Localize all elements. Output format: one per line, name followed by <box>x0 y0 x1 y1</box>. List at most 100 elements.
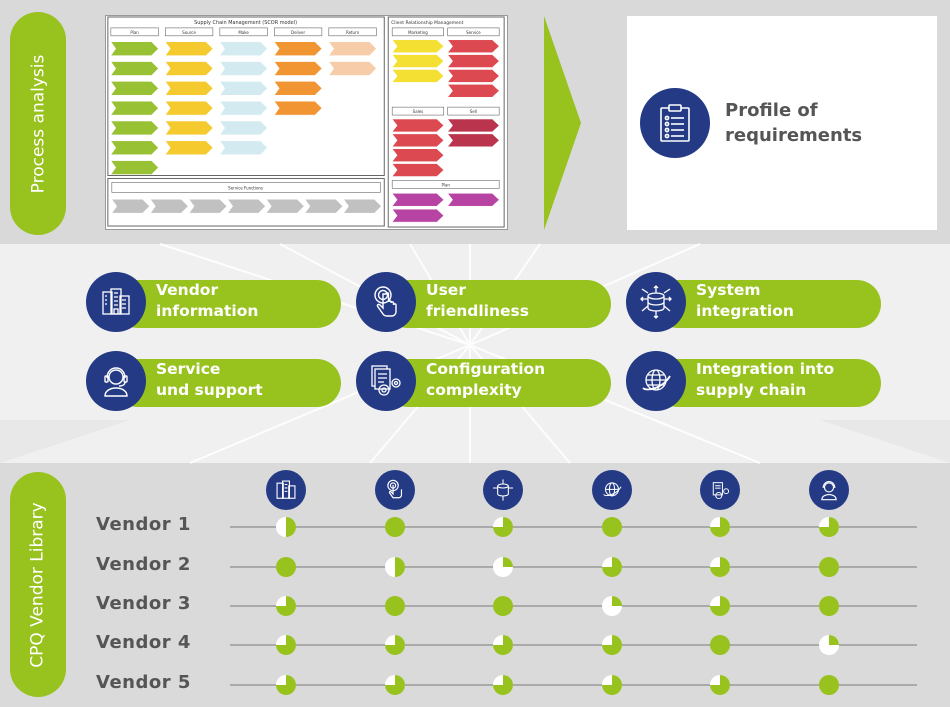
pie-fill <box>602 675 622 695</box>
scm-process-step <box>164 81 214 96</box>
pie-fill <box>385 635 405 655</box>
crm-process-step <box>391 148 445 162</box>
score-pie-user <box>385 596 405 616</box>
pie-background <box>602 517 622 537</box>
crm-process-step <box>447 84 500 98</box>
vendor-name: Vendor 4 <box>96 632 191 653</box>
crm-process-step <box>391 163 445 177</box>
scm-process-step <box>273 61 323 76</box>
scor-diagram-canvas: Supply Chain Management (SCOR model) Plan… <box>107 16 505 228</box>
crm-plan-label: Plan <box>441 182 450 187</box>
scm-process-step <box>164 61 214 76</box>
service-step <box>304 199 344 214</box>
column-buildings-icon <box>266 470 306 510</box>
pie-fill <box>612 596 622 606</box>
scm-process-step <box>273 81 323 96</box>
pie-fill <box>602 557 622 577</box>
score-pie-service <box>819 517 839 537</box>
scm-column-header <box>219 27 268 37</box>
pie-fill <box>493 635 513 655</box>
crm-process-step <box>447 193 500 207</box>
crm-process-step <box>391 193 445 207</box>
score-pie-config <box>710 635 730 655</box>
vendor-row-line <box>230 644 917 646</box>
service-title: Service Functions <box>228 185 263 190</box>
globe-orbit-icon <box>626 351 686 411</box>
scm-process-step <box>110 41 159 56</box>
pie-fill <box>819 517 839 537</box>
scm-column-label: Plan <box>130 30 139 35</box>
scm-process-step <box>164 100 214 116</box>
score-pie-vendor <box>276 596 296 616</box>
score-pie-vendor <box>276 517 296 537</box>
vendor-name: Vendor 3 <box>96 593 191 614</box>
scm-process-step <box>219 120 268 136</box>
pie-fill <box>276 675 296 695</box>
touch-hand-icon <box>356 272 416 332</box>
vendor-row-line <box>230 566 917 568</box>
score-pie-config <box>710 557 730 577</box>
scm-process-step <box>110 61 159 76</box>
scm-process-step <box>219 61 268 76</box>
score-pie-supply <box>602 675 622 695</box>
pie-background <box>819 557 839 577</box>
scm-column-label: Source <box>182 30 196 35</box>
clipboard-checklist-icon <box>640 88 710 158</box>
vendor-row-line <box>230 684 917 686</box>
scm-title: Supply Chain Management (SCOR model) <box>194 20 297 26</box>
service-step <box>265 199 305 214</box>
crm-process-step <box>391 208 445 223</box>
pie-fill <box>829 635 839 645</box>
scm-process-step <box>110 100 159 116</box>
crm-process-step <box>447 39 500 53</box>
crm-process-step <box>391 133 445 148</box>
pie-background <box>819 596 839 616</box>
pie-fill <box>503 557 513 567</box>
crm-process-step <box>447 133 500 148</box>
crm-group-header <box>391 27 445 37</box>
flow-arrow <box>544 16 581 230</box>
pie-fill <box>276 596 296 616</box>
score-pie-user <box>385 635 405 655</box>
pie-fill <box>710 517 730 537</box>
pie-background <box>493 596 513 616</box>
headset-person-icon <box>86 351 146 411</box>
service-step <box>343 199 382 214</box>
pie-fill <box>493 675 513 695</box>
scm-column-label: Make <box>238 30 249 35</box>
service-step <box>188 199 228 214</box>
scm-column-label: Return <box>346 30 360 35</box>
crm-process-step <box>391 118 445 133</box>
score-pie-config <box>710 517 730 537</box>
scm-column-header <box>328 27 377 37</box>
crm-group-header <box>447 27 500 37</box>
service-step <box>149 199 189 214</box>
score-pie-vendor <box>276 675 296 695</box>
score-pie-vendor <box>276 557 296 577</box>
pie-fill <box>385 675 405 695</box>
crm-process-step <box>391 69 445 83</box>
database-arrows-icon <box>626 272 686 332</box>
pie-background <box>385 596 405 616</box>
pie-fill <box>276 635 296 655</box>
crm-group-label: Sell <box>470 109 477 114</box>
crm-process-step <box>391 54 445 68</box>
score-pie-supply <box>602 557 622 577</box>
pie-fill <box>710 675 730 695</box>
column-globe-orbit-icon <box>592 470 632 510</box>
scm-process-step <box>164 41 214 56</box>
service-step <box>111 199 150 214</box>
score-pie-vendor <box>276 635 296 655</box>
scm-process-step <box>273 41 323 56</box>
score-pie-user <box>385 675 405 695</box>
crm-process-step <box>447 54 500 68</box>
process-analysis-label: Process analysis <box>10 12 66 235</box>
buildings-icon <box>86 272 146 332</box>
scm-process-step <box>219 41 268 56</box>
scm-frame <box>107 16 385 176</box>
crm-process-step <box>447 118 500 133</box>
